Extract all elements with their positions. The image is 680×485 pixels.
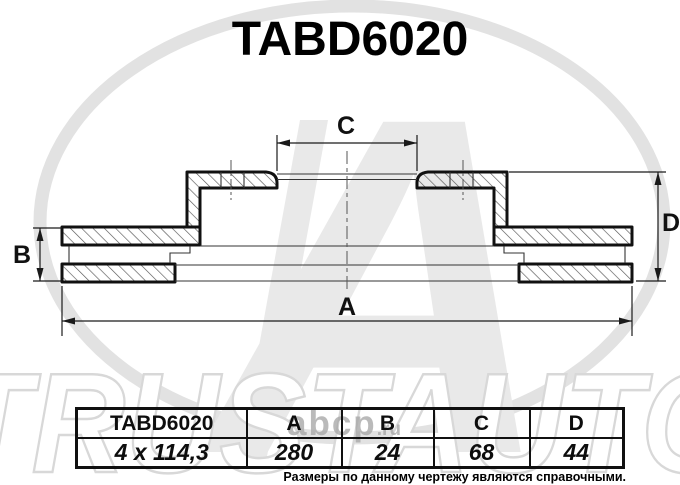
value-c-cell: 68	[432, 437, 531, 469]
hat-flange-right	[415, 170, 509, 229]
col-header-d: D	[528, 407, 625, 439]
value-a-cell: 280	[245, 437, 343, 469]
dim-label-b: B	[13, 241, 31, 269]
dimension-a: A	[61, 286, 633, 336]
friction-ring-bottom-left	[60, 262, 177, 284]
friction-ring-top-right	[492, 225, 634, 247]
arrowhead	[277, 139, 290, 147]
col-header-a: A	[245, 407, 343, 439]
bolt-pattern-cell: 4 x 114,3	[75, 437, 248, 469]
hat-flange-left	[185, 170, 279, 229]
disc-section-solids	[60, 170, 634, 284]
value-b-cell: 24	[340, 437, 435, 469]
value-d-cell: 44	[528, 437, 625, 469]
reference-footnote: Размеры по данному чертежу являются спра…	[283, 470, 626, 484]
dimension-d: D	[509, 171, 680, 282]
friction-ring-top-left	[60, 225, 202, 247]
arrowhead	[654, 268, 662, 281]
part-number-cell: TABD6020	[75, 407, 248, 439]
dim-label-a: A	[338, 293, 356, 321]
dimension-c: C	[276, 112, 418, 171]
arrowhead	[62, 317, 75, 325]
col-header-b: B	[340, 407, 435, 439]
dimension-b: B	[13, 227, 62, 282]
centerlines	[230, 151, 464, 289]
arrowhead	[619, 317, 632, 325]
arrowhead	[654, 172, 662, 185]
arrowhead	[36, 268, 44, 281]
dimensions-table: TABD6020 A B C D 4 x 114,3 280 24 68 44	[75, 407, 625, 469]
table-header-row: TABD6020 A B C D	[75, 407, 625, 439]
col-header-c: C	[432, 407, 531, 439]
dim-label-c: C	[337, 112, 355, 140]
arrowhead	[36, 228, 44, 241]
dim-label-d: D	[662, 209, 680, 237]
table-value-row: 4 x 114,3 280 24 68 44	[75, 437, 625, 469]
part-number-title: TABD6020	[231, 13, 469, 66]
arrowhead	[404, 139, 417, 147]
friction-ring-bottom-right	[517, 262, 634, 284]
logo-bar-shape	[238, 120, 328, 462]
